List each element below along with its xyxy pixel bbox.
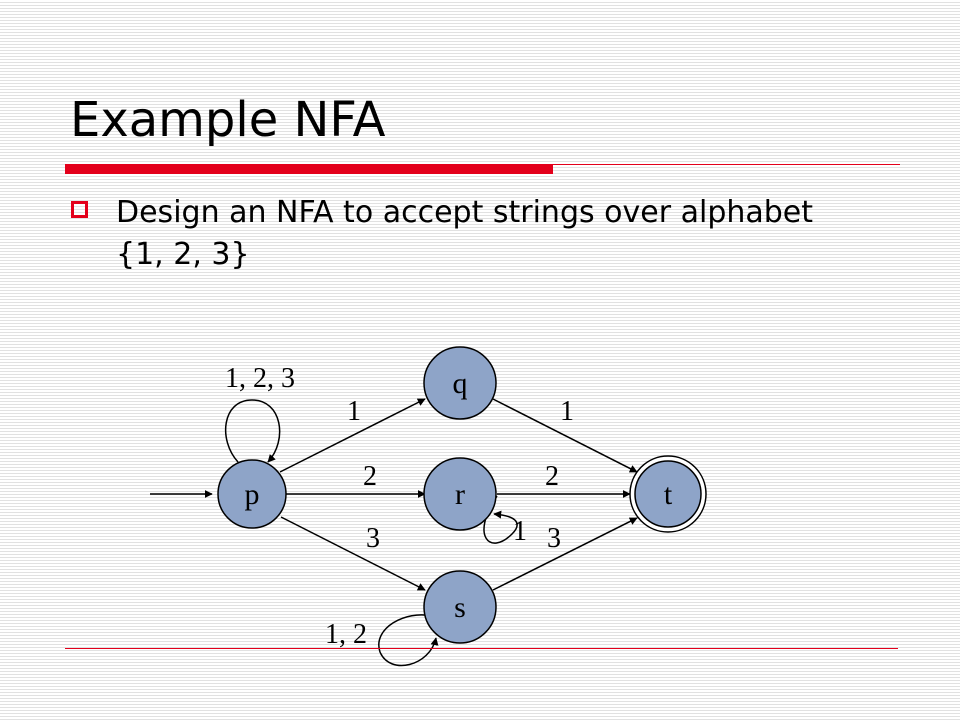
state-p-label: p (245, 478, 260, 511)
label-s-t: 3 (547, 523, 561, 554)
label-p-s: 3 (366, 523, 380, 554)
title-rule-line (553, 164, 900, 165)
edge-p-s (280, 516, 426, 591)
label-q-t: 1 (560, 396, 574, 427)
state-p-node (217, 459, 287, 529)
title-accent-bar (65, 164, 553, 174)
label-p-p: 1, 2, 3 (225, 363, 295, 394)
bottom-rule-line (65, 648, 898, 649)
slide-title: Example NFA (70, 92, 386, 148)
edge-q-t (492, 398, 638, 473)
state-r-label: r (455, 478, 465, 511)
edge-r-r-loop (483, 495, 518, 544)
label-s-s: 1, 2 (325, 619, 367, 650)
bullet-text: Design an NFA to accept strings over alp… (116, 195, 814, 272)
edge-labels: 1, 2, 3 1 2 3 1 2 3 1 1, 2 (225, 363, 574, 650)
state-labels: p q r s t (245, 367, 673, 624)
label-r-r: 1 (513, 516, 527, 547)
state-r-node (423, 457, 497, 531)
edges (150, 398, 638, 667)
edge-s-s-loop (378, 614, 439, 667)
label-p-q: 1 (347, 396, 361, 427)
state-s-node (423, 570, 497, 644)
bullet-square-icon (71, 201, 88, 218)
label-r-t: 2 (545, 461, 559, 492)
states (217, 346, 707, 644)
state-q-label: q (453, 367, 468, 400)
state-s-label: s (454, 591, 466, 624)
edge-p-q (279, 398, 426, 473)
edge-p-p-loop (224, 399, 281, 463)
state-t-node (634, 460, 702, 528)
edge-s-t (492, 517, 638, 591)
state-q-node (423, 346, 497, 420)
label-p-r: 2 (363, 461, 377, 492)
state-t-label: t (664, 478, 673, 511)
